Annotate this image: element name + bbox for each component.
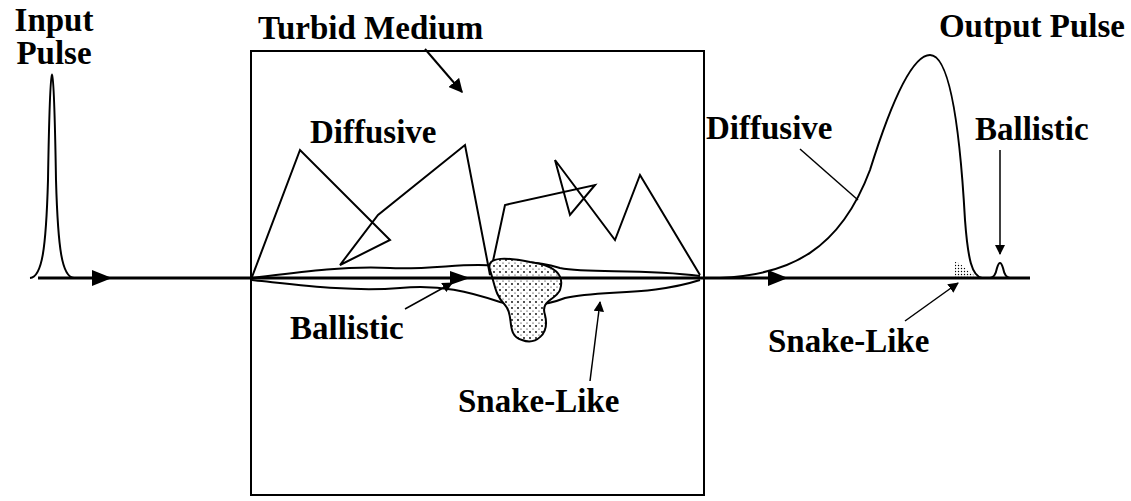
path-label: Snake-Like [458,385,619,418]
diffusive-path [252,145,700,277]
ballistic-spike [990,263,1010,278]
component-label: Ballistic [975,113,1089,146]
axis-arrowhead [768,270,788,286]
leader-line [800,149,858,200]
leader-arrow [405,283,452,309]
snake-path [252,280,700,305]
leader-arrow [905,283,958,321]
leader-arrow [425,49,462,92]
pulse-label: Input Pulse [4,4,104,70]
path-label: Ballistic [290,312,404,345]
pulse-label: Output Pulse [939,10,1125,43]
propagation-axis [38,277,1030,280]
scatterer-blob [489,259,561,342]
path-label: Diffusive [310,116,437,149]
scatterer-stipple [489,259,561,342]
region-heading: Turbid Medium [258,12,483,45]
axis-arrowhead [92,270,112,286]
leader-arrow [999,150,1001,254]
output-pulse [720,55,982,278]
snake-path [252,262,700,278]
component-label: Snake-Like [768,325,929,358]
input-pulse [30,75,74,278]
leader-arrow [590,302,600,381]
component-label: Diffusive [706,112,833,145]
snake-tail-shading [955,262,978,277]
axis-arrowhead [450,271,470,285]
